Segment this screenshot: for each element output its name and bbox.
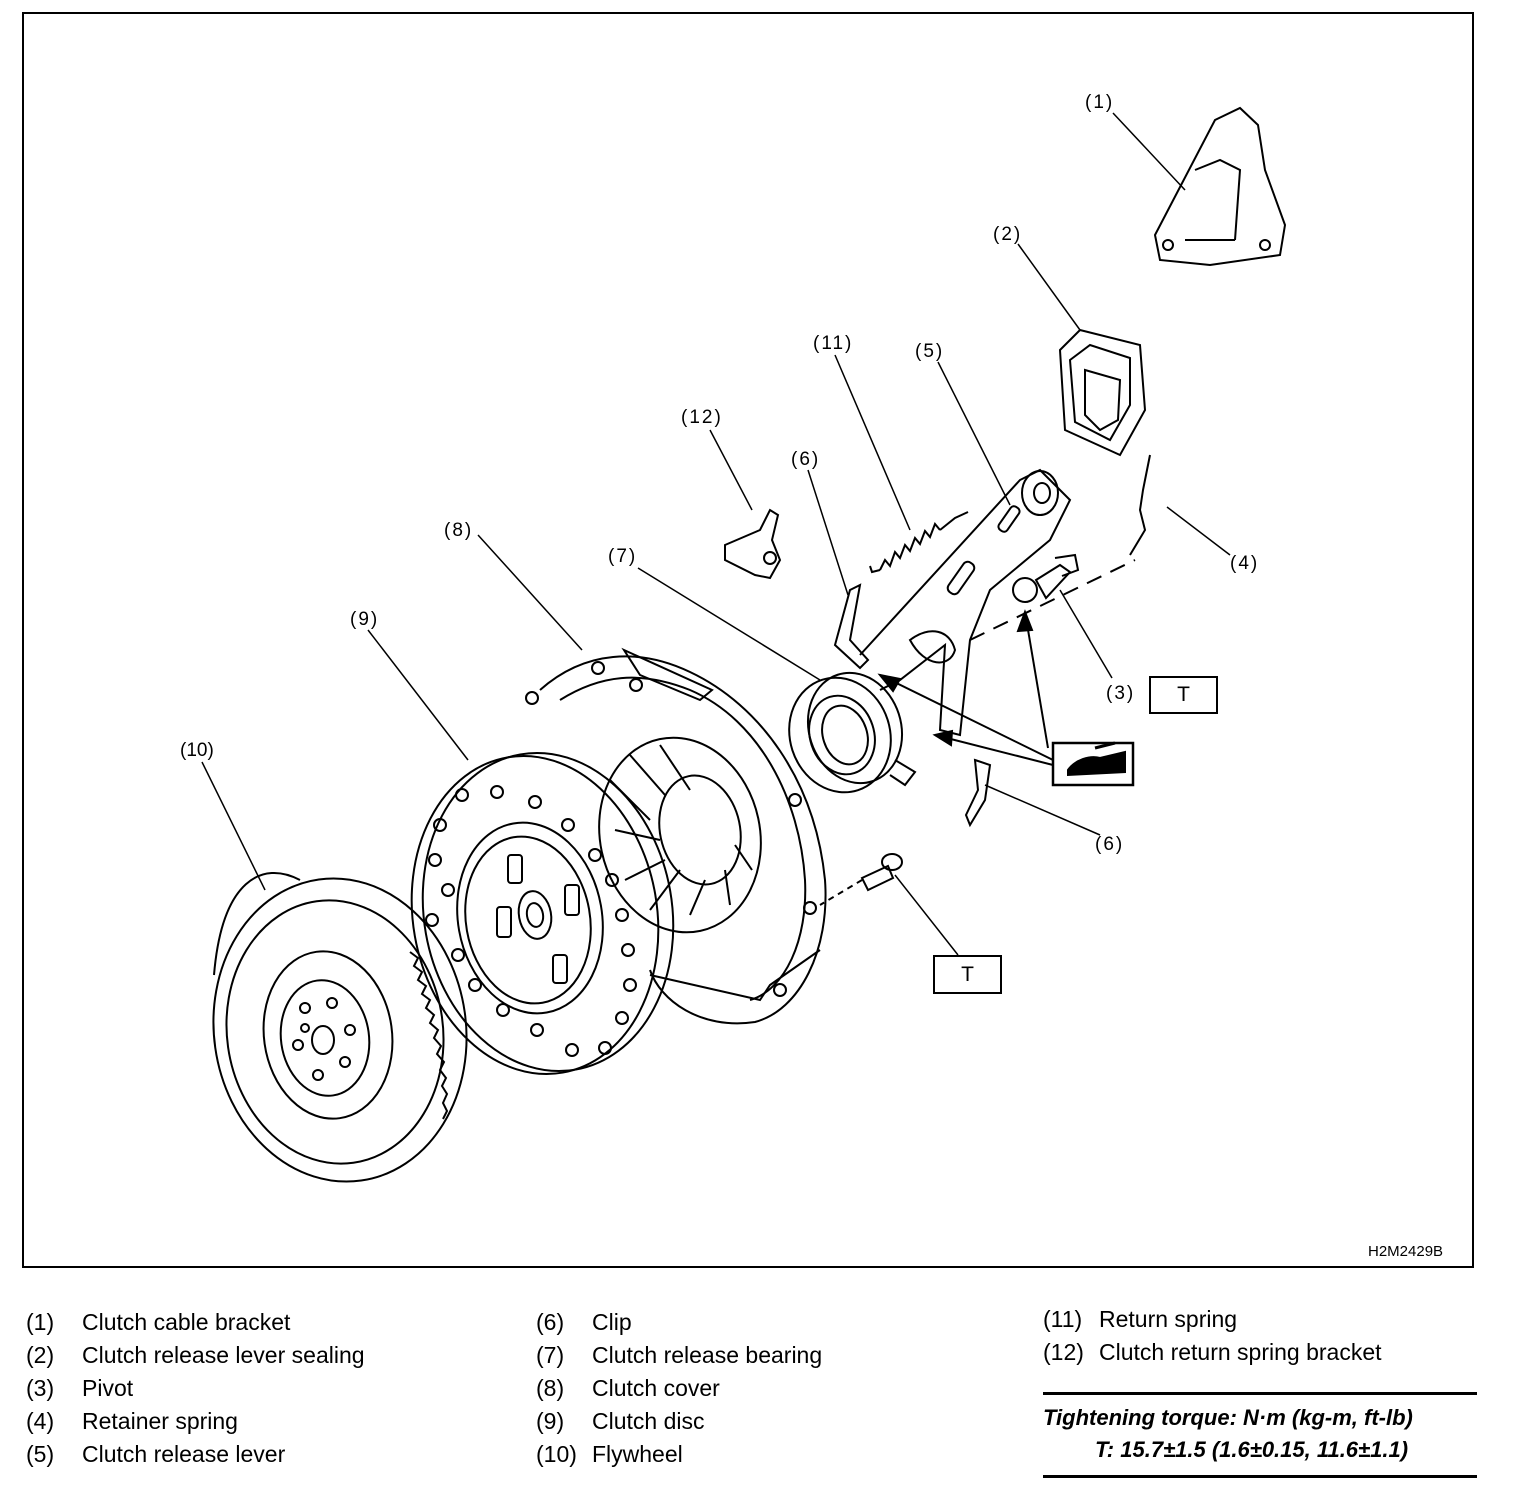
callout-3: (3) [1106,683,1136,704]
leader-lines [201,112,1231,956]
torque-title: Tightening torque: N·m (kg-m, ft-lb) [1043,1405,1413,1430]
legend-item: (3) Pivot [26,1372,365,1405]
legend-item-label: Clutch return spring bracket [1099,1339,1382,1365]
legend-item: (1) Clutch cable bracket [26,1306,365,1339]
legend-item-number: (8) [536,1375,565,1401]
clutch-release-lever-sealing [1058,328,1147,457]
legend-item-number: (11) [1043,1306,1083,1332]
legend-item: (9) Clutch disc [536,1405,822,1438]
clutch-return-spring-bracket [724,508,782,580]
legend-item-number: (6) [536,1309,565,1335]
legend-item-number: (10) [536,1441,577,1467]
callout-7: (7) [608,546,638,567]
legend-item-number: (5) [26,1441,55,1467]
callout-12: (12) [681,407,723,428]
legend-item-label: Clutch disc [592,1408,705,1434]
legend-item-number: (3) [26,1375,55,1401]
legend-item-number: (7) [536,1342,565,1368]
callout-10: (10) [180,740,214,761]
torque-marker-pivot: T [1149,676,1218,714]
torque-spec: Tightening torque: N·m (kg-m, ft-lb) T: … [1043,1392,1477,1478]
legend-item: (6) Clip [536,1306,822,1339]
callout-2: (2) [993,224,1023,245]
legend-item-label: Return spring [1099,1306,1238,1332]
clutch-cable-bracket [1153,106,1287,267]
legend-item-label: Clutch release bearing [592,1342,823,1368]
flywheel [212,871,468,1183]
legend-item: (12) Clutch return spring bracket [1043,1336,1382,1369]
diagram-frame [22,12,1474,1268]
callout-4: (4) [1230,553,1260,574]
legend-item-label: Clutch release lever sealing [82,1342,365,1368]
callout-6-upper: (6) [791,449,821,470]
legend-column-2: (6) Clip (7) Clutch release bearing (8) Clutc… [536,1306,822,1471]
legend-item-label: Clutch cover [592,1375,720,1401]
pivot [1012,553,1080,603]
legend-item-number: (1) [26,1309,55,1335]
clutch-disc [410,751,675,1075]
legend-item-label: Clutch cable bracket [82,1309,291,1335]
legend-item: (10) Flywheel [536,1438,822,1471]
callout-6-lower: (6) [1095,834,1125,855]
legend-column-1: (1) Clutch cable bracket (2) Clutch release… [26,1306,365,1471]
legend-item-label: Pivot [82,1375,134,1401]
legend-item-number: (2) [26,1342,55,1368]
grease-icon [1051,741,1135,787]
legend-item-label: Retainer spring [82,1408,238,1434]
lubrication-arrows [877,559,1136,766]
callout-9: (9) [350,609,380,630]
legend-item: (4) Retainer spring [26,1405,365,1438]
callout-8: (8) [444,520,474,541]
callout-1: (1) [1085,92,1115,113]
retainer-spring [1129,454,1151,556]
legend-item: (8) Clutch cover [536,1372,822,1405]
legend-item-number: (4) [26,1408,55,1434]
legend-item: (11) Return spring [1043,1303,1382,1336]
cover-bolt [819,853,903,906]
figure-code: H2M2429B [1368,1243,1444,1260]
legend-item-label: Flywheel [592,1441,683,1467]
legend-item-number: (12) [1043,1339,1084,1365]
callout-5: (5) [915,341,945,362]
torque-value: T: 15.7±1.5 (1.6±0.15, 11.6±1.1) [1095,1437,1409,1462]
return-spring [869,511,969,574]
clutch-cover [525,647,827,1025]
clip [833,583,992,828]
legend-item-number: (9) [536,1408,565,1434]
legend-item: (7) Clutch release bearing [536,1339,822,1372]
clutch-release-lever [859,468,1072,737]
legend-item: (5) Clutch release lever [26,1438,365,1471]
legend-item-label: Clutch release lever [82,1441,286,1467]
legend-item: (2) Clutch release lever sealing [26,1339,365,1372]
legend-column-3: (11) Return spring (12) Clutch return sprin… [1043,1303,1382,1369]
clutch-release-bearing [788,671,917,794]
torque-marker-bolt: T [933,955,1002,994]
legend-item-label: Clip [592,1309,632,1335]
callout-11: (11) [813,333,854,354]
